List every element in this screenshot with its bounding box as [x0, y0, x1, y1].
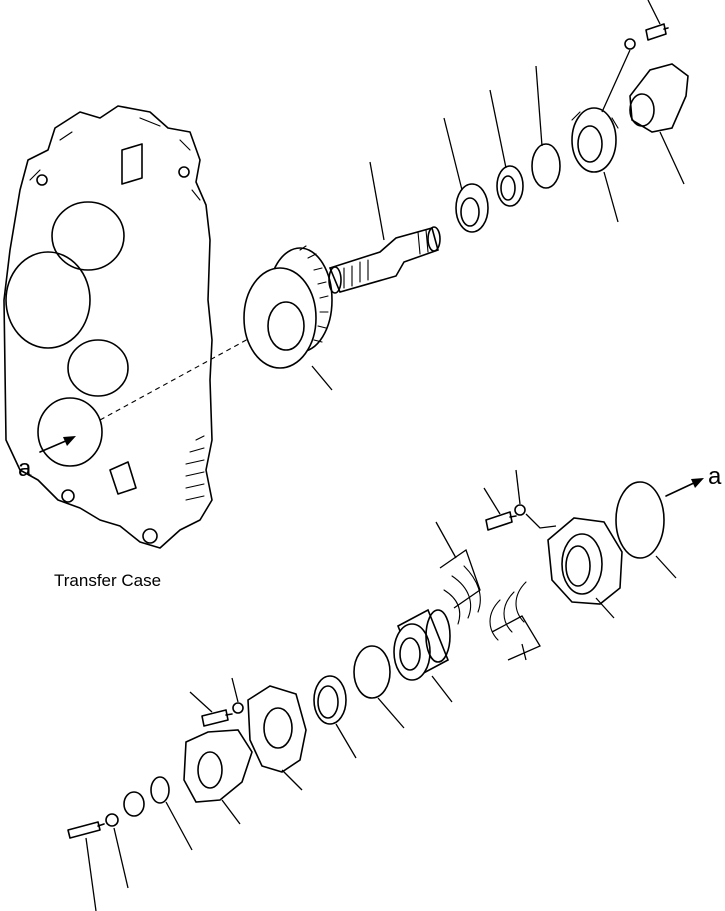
transfer-case-housing [4, 106, 212, 548]
view-marker-right: a [708, 463, 722, 490]
washer-retainer [515, 505, 525, 515]
view-arrow-right [666, 478, 704, 496]
yoke-upper [630, 64, 688, 132]
bolt-retainer [486, 512, 516, 530]
leader-bolt-lower-mid [190, 692, 212, 712]
leader-cover-plate [282, 770, 302, 790]
output-shaft [329, 227, 440, 293]
shim-set-left [440, 550, 480, 624]
leader-oil-seal [336, 724, 356, 758]
leader-bolt-retainer [484, 488, 500, 514]
washer-upper [625, 39, 635, 49]
leader-shim-right [522, 644, 526, 660]
o-ring-lower-large [616, 482, 664, 558]
leader-washer-retainer [516, 470, 520, 504]
leader-o-ring-large [656, 556, 676, 578]
snap-ring-upper [532, 144, 560, 188]
case-caption: Transfer Case [54, 571, 161, 590]
bolt-lower-mid [202, 710, 232, 726]
leader-needle-bearing [490, 90, 506, 168]
roller-bearing-lower [394, 610, 450, 680]
shim-set-right [490, 582, 540, 660]
oil-seal [314, 676, 346, 724]
bolt-upper [646, 24, 668, 40]
leader-washer-lower-left [114, 828, 128, 888]
cover-plate [248, 686, 306, 772]
leader-snap-ring-lower [378, 698, 404, 728]
leader-bearing-cage-upper [604, 172, 618, 222]
leader-washer-upper [602, 50, 630, 112]
leader-bearing-upper [444, 118, 462, 190]
bearing-cage-upper [572, 108, 618, 172]
needle-bearing-upper [497, 166, 523, 206]
collar-lower [124, 792, 144, 816]
view-marker-left: a [18, 455, 32, 482]
view-arrow-left [40, 436, 76, 452]
leader-bolt-lower [86, 838, 96, 911]
leader-o-ring-lower [166, 802, 192, 850]
bearing-upper [456, 184, 488, 232]
leader-retainer-bracket [526, 514, 556, 528]
leader-snap-ring-upper [536, 66, 542, 146]
bearing-cage-lower [548, 518, 622, 604]
bolt-lower-left [68, 822, 104, 838]
leader-shim-left [436, 522, 456, 558]
leader-yoke-upper [660, 132, 684, 184]
leader-bolt-upper [648, 0, 660, 24]
leader-roller-bearing [432, 676, 452, 702]
yoke-lower [184, 730, 252, 802]
leader-drive-gear [312, 366, 332, 390]
leader-yoke-lower [222, 800, 240, 824]
leader-washer-lower-mid [232, 678, 238, 702]
leader-shaft [370, 162, 384, 240]
leader-bearing-cage-lower [596, 598, 614, 618]
snap-ring-lower [354, 646, 390, 698]
washer-lower-mid [233, 703, 243, 713]
drive-gear [244, 246, 332, 368]
washer-lower-left [106, 814, 118, 826]
assembly-centerline [100, 338, 250, 420]
o-ring-lower-small [151, 777, 169, 803]
